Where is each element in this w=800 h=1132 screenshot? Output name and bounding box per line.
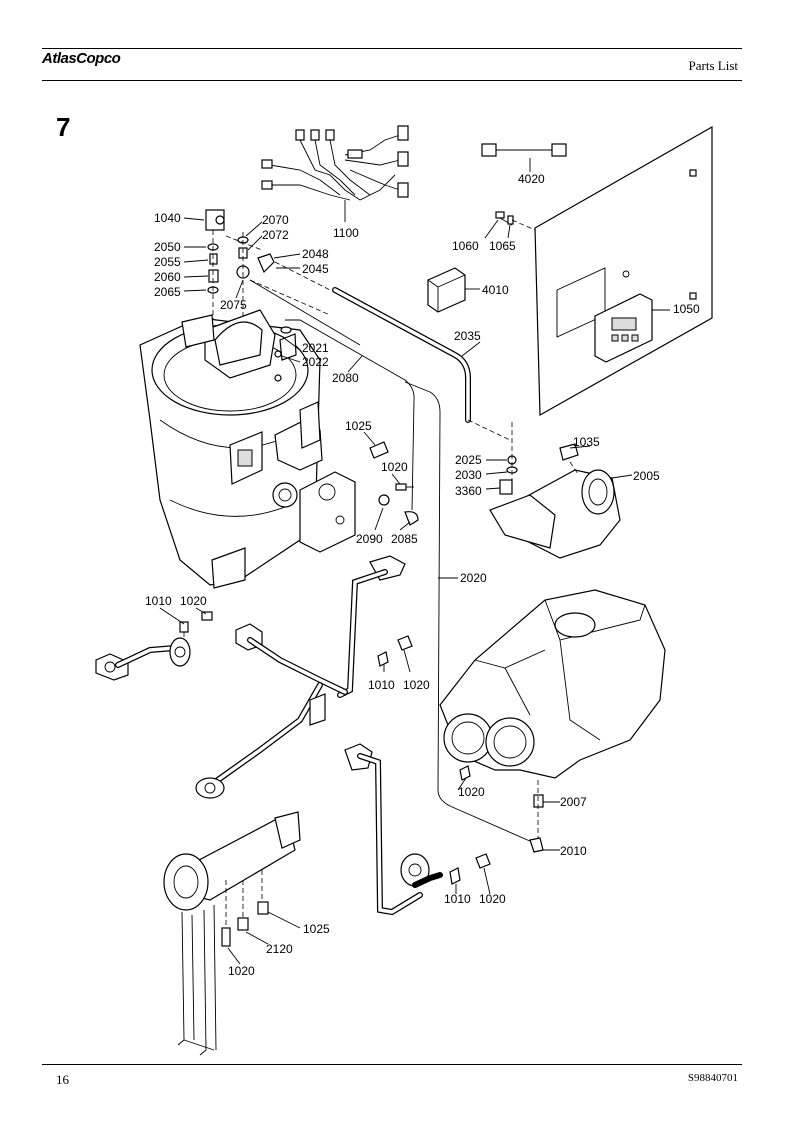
part-label: 2090 [356, 532, 383, 546]
part-label: 2020 [460, 571, 487, 585]
part-label: 2045 [302, 262, 329, 276]
part-label: 2048 [302, 247, 329, 261]
page-number: 16 [56, 1072, 69, 1087]
part-label: 2025 [455, 453, 482, 467]
part-label: 1010 [444, 892, 471, 906]
section-number: 7 [56, 112, 71, 142]
part-label: 1020 [381, 460, 408, 474]
part-label: 2060 [154, 270, 181, 284]
part-label: 1060 [452, 239, 479, 253]
part-label: 1010 [368, 678, 395, 692]
part-label: 1010 [145, 594, 172, 608]
small-fittings-drawing [183, 209, 331, 330]
part-label: 2005 [633, 469, 660, 483]
part-label: 1050 [673, 302, 700, 316]
screw-drawing [484, 211, 536, 239]
compressor-element-drawing [439, 589, 666, 791]
valve-2005-drawing [485, 422, 633, 559]
part-label: 1020 [180, 594, 207, 608]
pipe-assembly-left-drawing [95, 607, 213, 681]
flange-block-drawing [299, 471, 419, 553]
part-label: 1020 [458, 785, 485, 799]
discharge-pipe-stand-drawing [163, 811, 301, 1056]
sensor-1025-drawing [363, 431, 414, 491]
document-id: S98840701 [687, 1072, 738, 1084]
control-panel-board [534, 125, 713, 417]
part-label: 4010 [482, 283, 509, 297]
part-labels: 1100 4020 1040 2070 2072 2050 2055 2060 … [145, 172, 700, 978]
hose-2080-drawing [249, 279, 533, 843]
part-label: 1035 [573, 435, 600, 449]
part-label: 2120 [266, 942, 293, 956]
part-label: 2055 [154, 255, 181, 269]
cable-drawing [481, 143, 567, 172]
part-label: 1020 [403, 678, 430, 692]
part-label: 2072 [262, 228, 289, 242]
wiring-harness-drawing [261, 125, 409, 222]
part-label: 2010 [560, 844, 587, 858]
part-label: 2085 [391, 532, 418, 546]
part-label: 2070 [262, 213, 289, 227]
part-label: 2075 [220, 298, 247, 312]
part-label: 2080 [332, 371, 359, 385]
part-label: 2050 [154, 240, 181, 254]
hose-drawing [332, 287, 511, 441]
fittings-2007-2010-drawing [529, 780, 560, 853]
part-label: 2021 [302, 341, 329, 355]
module-drawing [427, 267, 480, 313]
header-rule-bottom [42, 80, 742, 81]
separator-vessel-drawing [139, 309, 323, 589]
part-label: 1040 [154, 211, 181, 225]
part-label: 2007 [560, 795, 587, 809]
part-label: 2030 [455, 468, 482, 482]
part-label: 2065 [154, 285, 181, 299]
part-label: 3360 [455, 484, 482, 498]
part-label: 4020 [518, 172, 545, 186]
footer-rule [42, 1064, 742, 1065]
part-label: 1025 [303, 922, 330, 936]
part-label: 2022 [302, 355, 329, 369]
part-label: 1020 [479, 892, 506, 906]
part-label: 2035 [454, 329, 481, 343]
part-label: 1065 [489, 239, 516, 253]
pipe-assembly-lower-right-drawing [344, 743, 491, 916]
header-title: Parts List [688, 58, 738, 73]
part-label: 1020 [228, 964, 255, 978]
header-rule-top [42, 48, 742, 49]
part-label: 1025 [345, 419, 372, 433]
part-label: 1100 [333, 226, 359, 240]
pipe-assembly-center-drawing [195, 555, 413, 799]
atlas-copco-logo: AtlasCopco [42, 50, 121, 67]
